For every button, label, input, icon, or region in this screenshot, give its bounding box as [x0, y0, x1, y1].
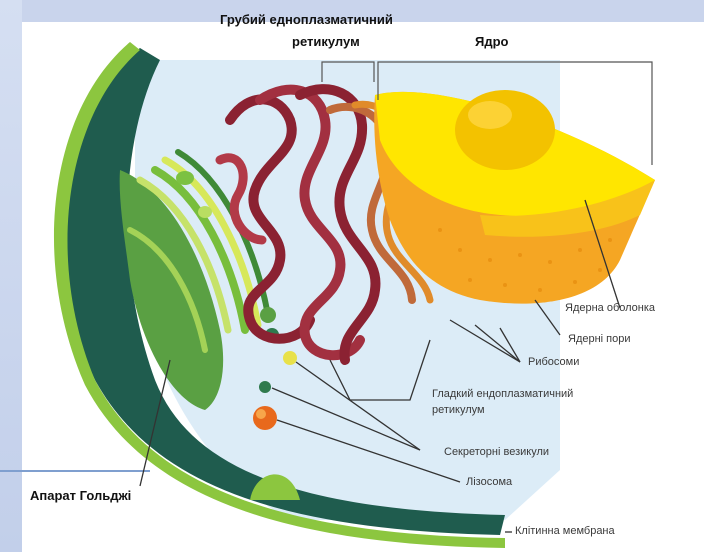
- lysosome: [253, 406, 277, 430]
- label-nuclear-pores: Ядерні пори: [568, 333, 631, 345]
- label-cell-membrane: Клітинна мембрана: [515, 525, 615, 537]
- label-smooth-er-line1: Гладкий ендоплазматичний: [432, 388, 573, 400]
- label-nucleus: Ядро: [475, 34, 508, 49]
- label-smooth-er-line2: ретикулум: [432, 404, 485, 416]
- label-lysosome: Лізосома: [466, 476, 512, 488]
- label-ribosomes: Рибосоми: [528, 356, 579, 368]
- label-secretory-vesicles: Секреторні везикули: [444, 446, 549, 458]
- label-nuclear-envelope: Ядерна оболонка: [565, 302, 655, 314]
- secretory-vesicle-yellow: [283, 351, 297, 365]
- label-rough-er-line2: ретикулум: [292, 34, 360, 49]
- label-rough-er-line1: Грубий едноплазматичний: [220, 12, 393, 27]
- label-golgi: Апарат Гольджі: [30, 488, 131, 503]
- nucleolus: [455, 90, 555, 170]
- secretory-vesicle-dark: [259, 381, 271, 393]
